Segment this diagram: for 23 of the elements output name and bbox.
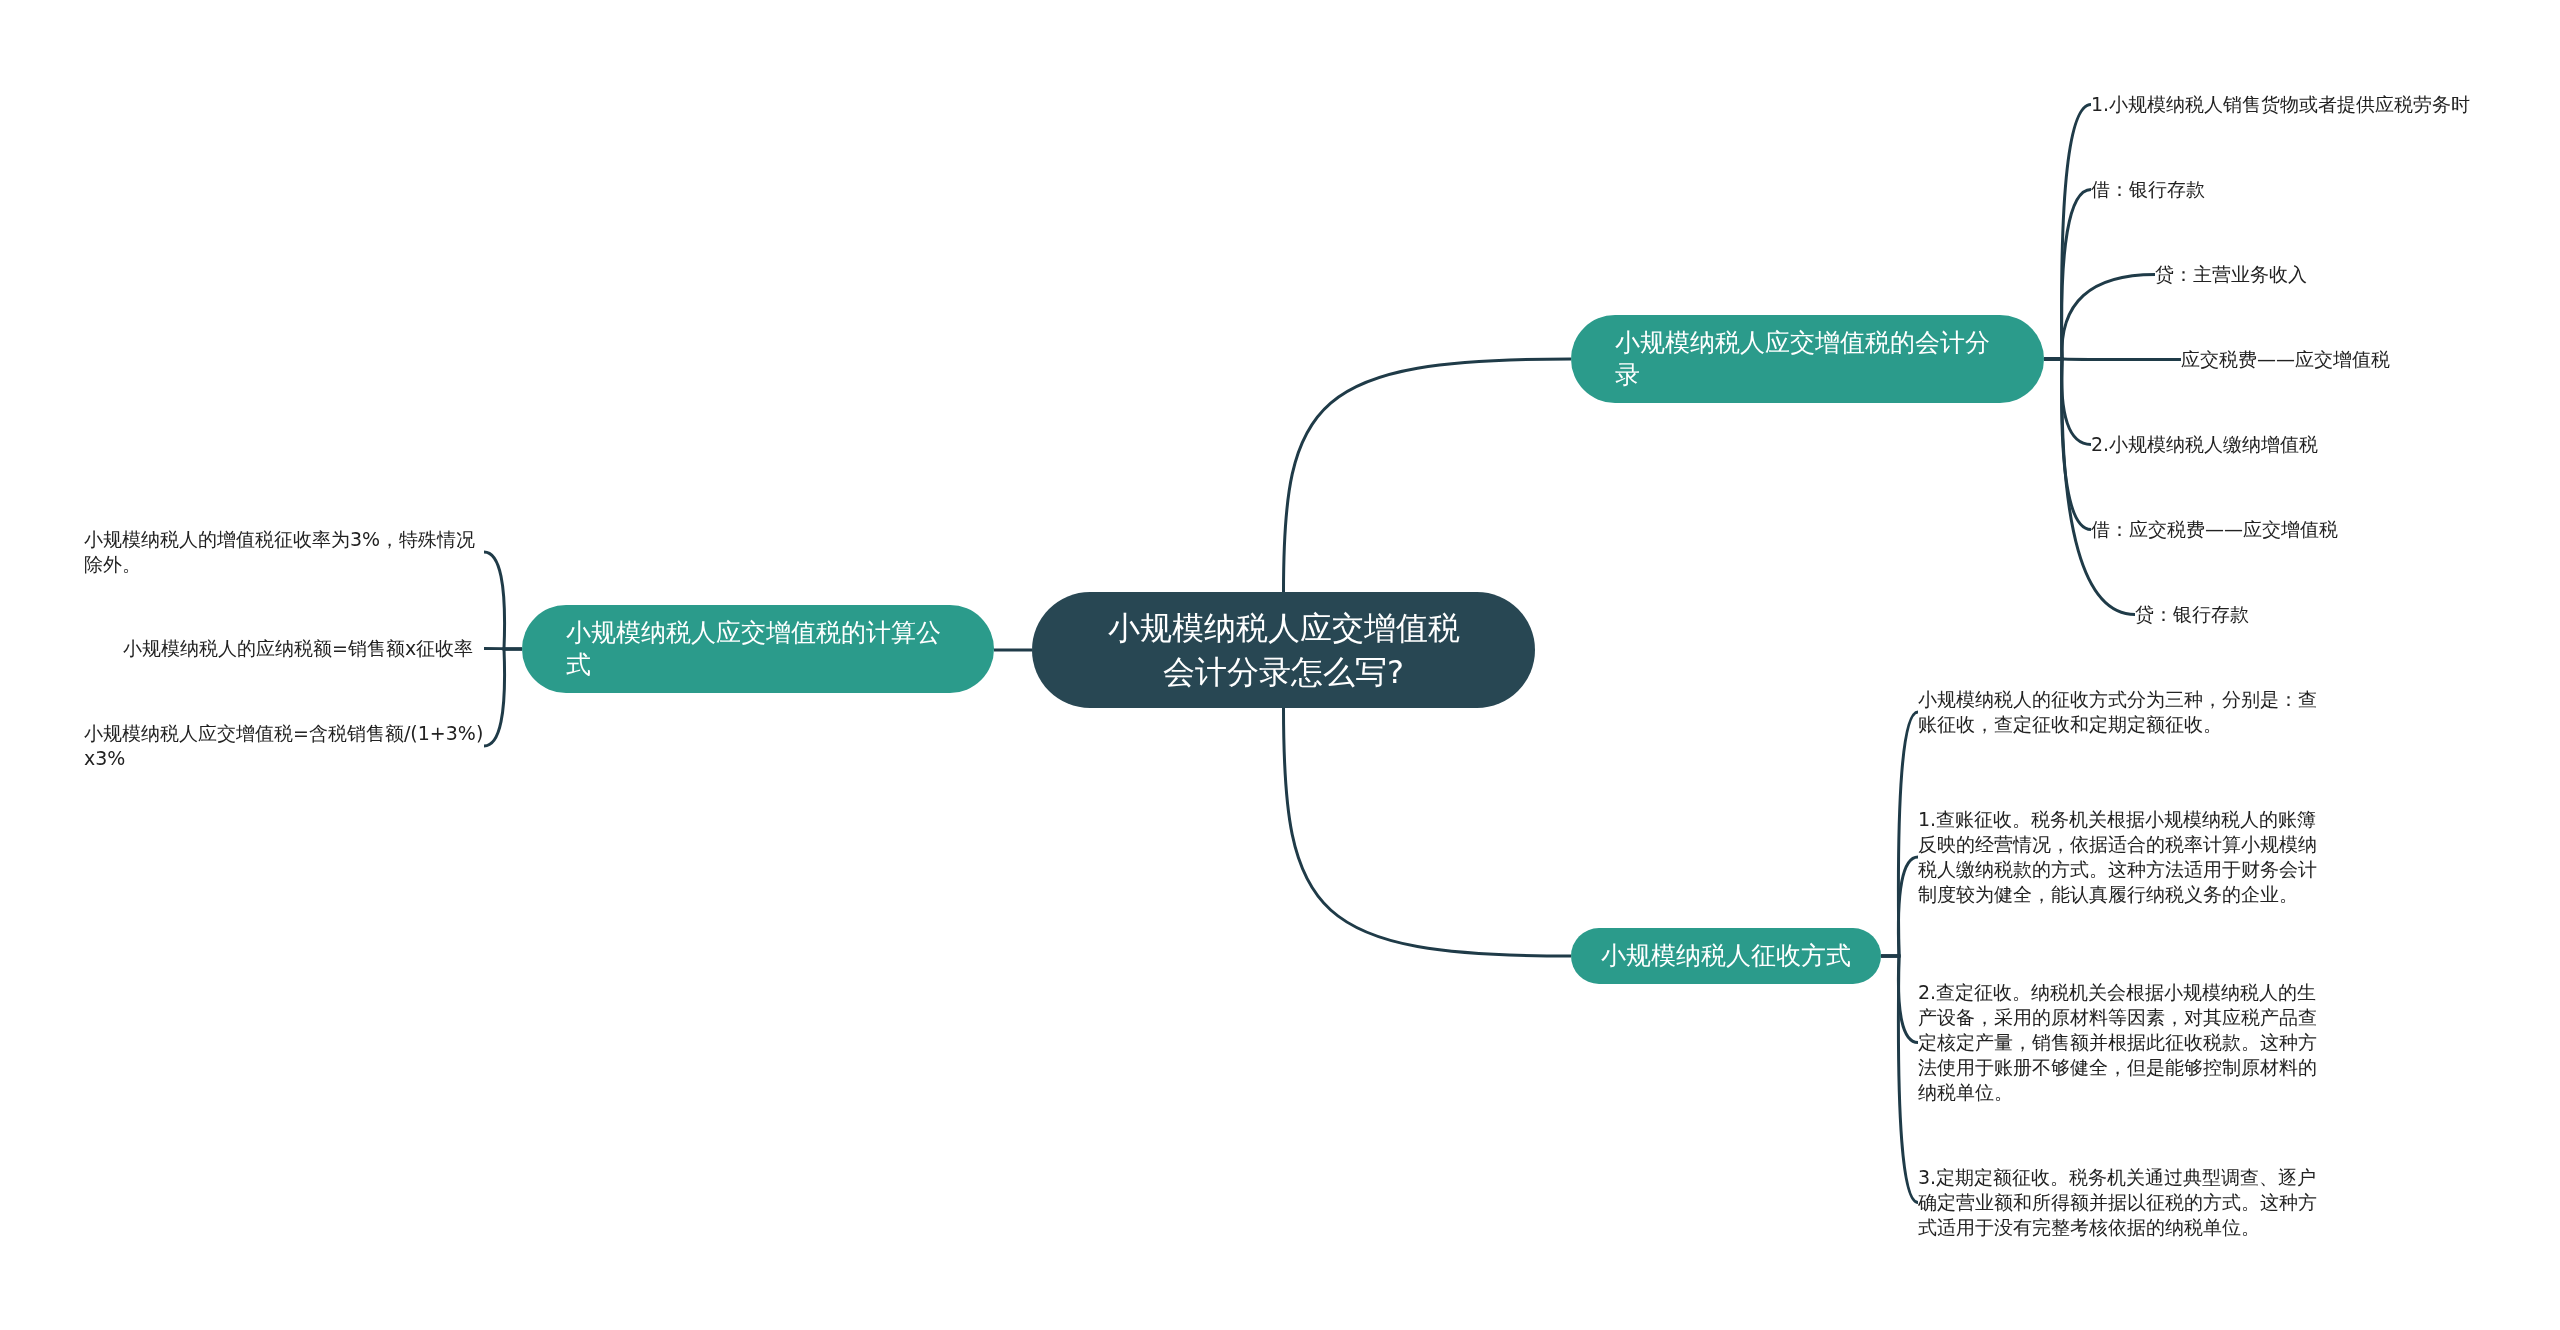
topic-box: 小规模纳税人征收方式 (1571, 928, 1881, 984)
leaf-text: 贷：银行存款 (2135, 601, 2249, 627)
connector-line (1282, 357, 1572, 593)
central-topic-box: 小规模纳税人应交增值税会计分录怎么写? (1032, 592, 1535, 708)
leaf-text: 1.查账征收。税务机关根据小规模纳税人的账簿反映的经营情况，依据适合的税率计算小规模纳税人缴纳税款的方式。这种方法适用于财务会计制度较为健全，能认真履行纳税义务的企业。 (1918, 807, 2330, 907)
connector-line (483, 647, 522, 748)
leaf-text: 小规模纳税人的征收方式分为三种，分别是：查账征收，查定征收和定期定额征收。 (1918, 687, 2330, 737)
leaf-text: 3.定期定额征收。税务机关通过典型调查、逐户确定营业额和所得额并据以征税的方式。这种方式适用于没有完整考核依据的纳税单位。 (1918, 1164, 2330, 1240)
leaf-text: 应交税费——应交增值税 (2181, 346, 2390, 372)
leaf-text: 小规模纳税人应交增值税=含税销售额/(1+3%)x3% (84, 721, 484, 771)
leaf-text: 贷：主营业务收入 (2155, 261, 2307, 287)
leaf-text: 2.小规模纳税人缴纳增值税 (2091, 431, 2319, 457)
connector-line (994, 648, 1032, 652)
connector-line (1282, 707, 1572, 958)
leaf-text: 借：银行存款 (2091, 176, 2205, 202)
leaf-text: 1.小规模纳税人销售货物或者提供应税劳务时 (2091, 91, 2471, 117)
connector-line (1881, 954, 1919, 1204)
topic-box: 小规模纳税人应交增值税的计算公式 (522, 605, 994, 693)
leaf-text: 借：应交税费——应交增值税 (2091, 516, 2338, 542)
leaf-text: 小规模纳税人的应纳税额=销售额x征收率 (84, 635, 484, 661)
leaf-text: 小规模纳税人的增值税征收率为3%，特殊情况除外。 (84, 527, 484, 577)
topic-box: 小规模纳税人应交增值税的会计分录 (1571, 315, 2044, 403)
leaf-text: 2.查定征收。纳税机关会根据小规模纳税人的生产设备，采用的原材料等因素，对其应税产品查定核定产量，销售额并根据此征收税款。这种方法使用于账册不够健全，但是能够控制原材料的纳税单位。 (1918, 979, 2330, 1105)
